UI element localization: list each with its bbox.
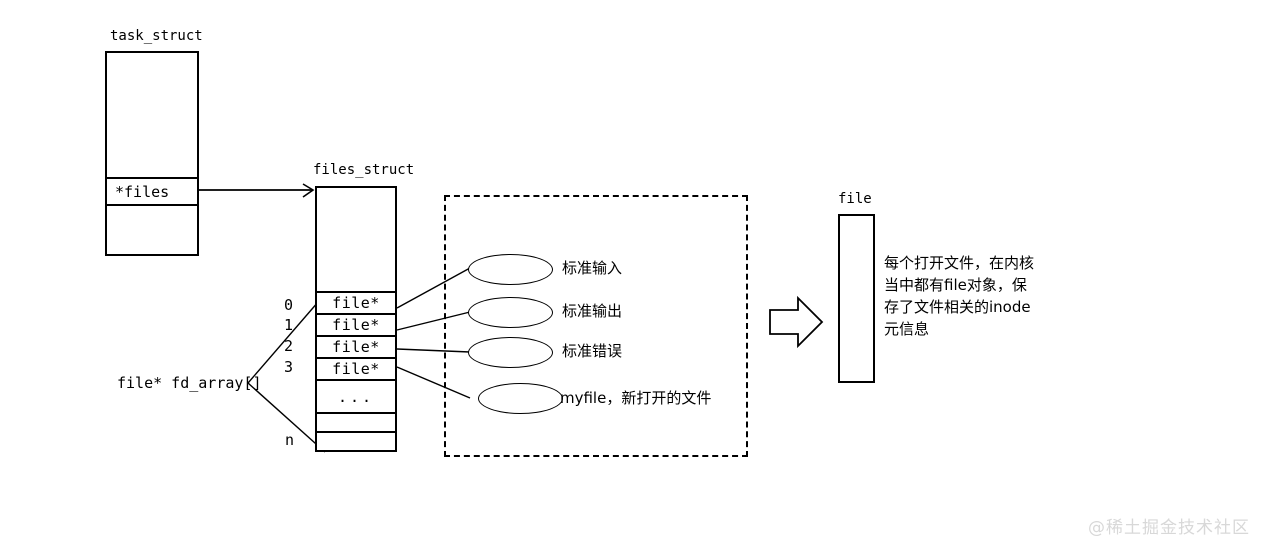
files-struct-caption: files_struct (313, 162, 415, 178)
descriptor-ellipse-stderr (468, 337, 553, 368)
descriptor-label-stdout: 标准输出 (562, 302, 623, 320)
files-pointer-arrow (199, 183, 315, 198)
descriptor-ellipse-stdout (468, 297, 553, 328)
descriptor-ellipse-myfile (478, 383, 563, 414)
file-desc-line-1: 每个打开文件，在内核 (884, 254, 1035, 272)
file-object-caption: file (838, 191, 872, 207)
file-object-box (838, 214, 875, 383)
fd-array-row-0: file* (315, 293, 397, 315)
fd-array-row-ellipsis: ... (315, 381, 397, 414)
fd-index-1: 1 (284, 316, 294, 334)
flow-arrow-icon (769, 295, 824, 349)
descriptor-label-stderr: 标准错误 (562, 342, 623, 360)
task-struct-files-field: *files (115, 183, 170, 201)
fd-array-row-n (315, 433, 397, 452)
file-desc-line-4: 元信息 (884, 320, 930, 338)
task-struct-box (105, 51, 199, 256)
fd-index-3: 3 (284, 358, 294, 376)
descriptor-label-stdin: 标准输入 (562, 259, 623, 277)
file-object-description: 每个打开文件，在内核当中都有file对象，保存了文件相关的inode 元信息 (884, 252, 1034, 340)
fd-array-row-2: file* (315, 337, 397, 359)
files-struct-box (315, 186, 397, 293)
fd-array-row-3: file* (315, 359, 397, 381)
fd-array-label: file* fd_array[] (117, 374, 262, 392)
watermark: @稀土掘金技术社区 (1088, 518, 1250, 538)
descriptor-group-box (444, 195, 748, 457)
task-struct-caption: task_struct (110, 28, 203, 44)
descriptor-ellipse-stdin (468, 254, 553, 285)
fd-array-row-blank-1 (315, 414, 397, 433)
file-desc-line-3: 存了文件相关的inode (884, 298, 1031, 316)
file-desc-line-2: 当中都有file对象，保 (884, 276, 1027, 294)
fd-index-0: 0 (284, 296, 294, 314)
fd-index-n: n (285, 431, 295, 449)
descriptor-label-myfile: myfile，新打开的文件 (560, 389, 712, 407)
fd-index-2: 2 (284, 337, 294, 355)
fd-to-descriptor-connectors (396, 267, 471, 399)
task-struct-row-divider-top (105, 177, 199, 179)
task-struct-row-divider-bottom (105, 204, 199, 206)
fd-array-row-1: file* (315, 315, 397, 337)
fd-array-connector (247, 293, 326, 453)
